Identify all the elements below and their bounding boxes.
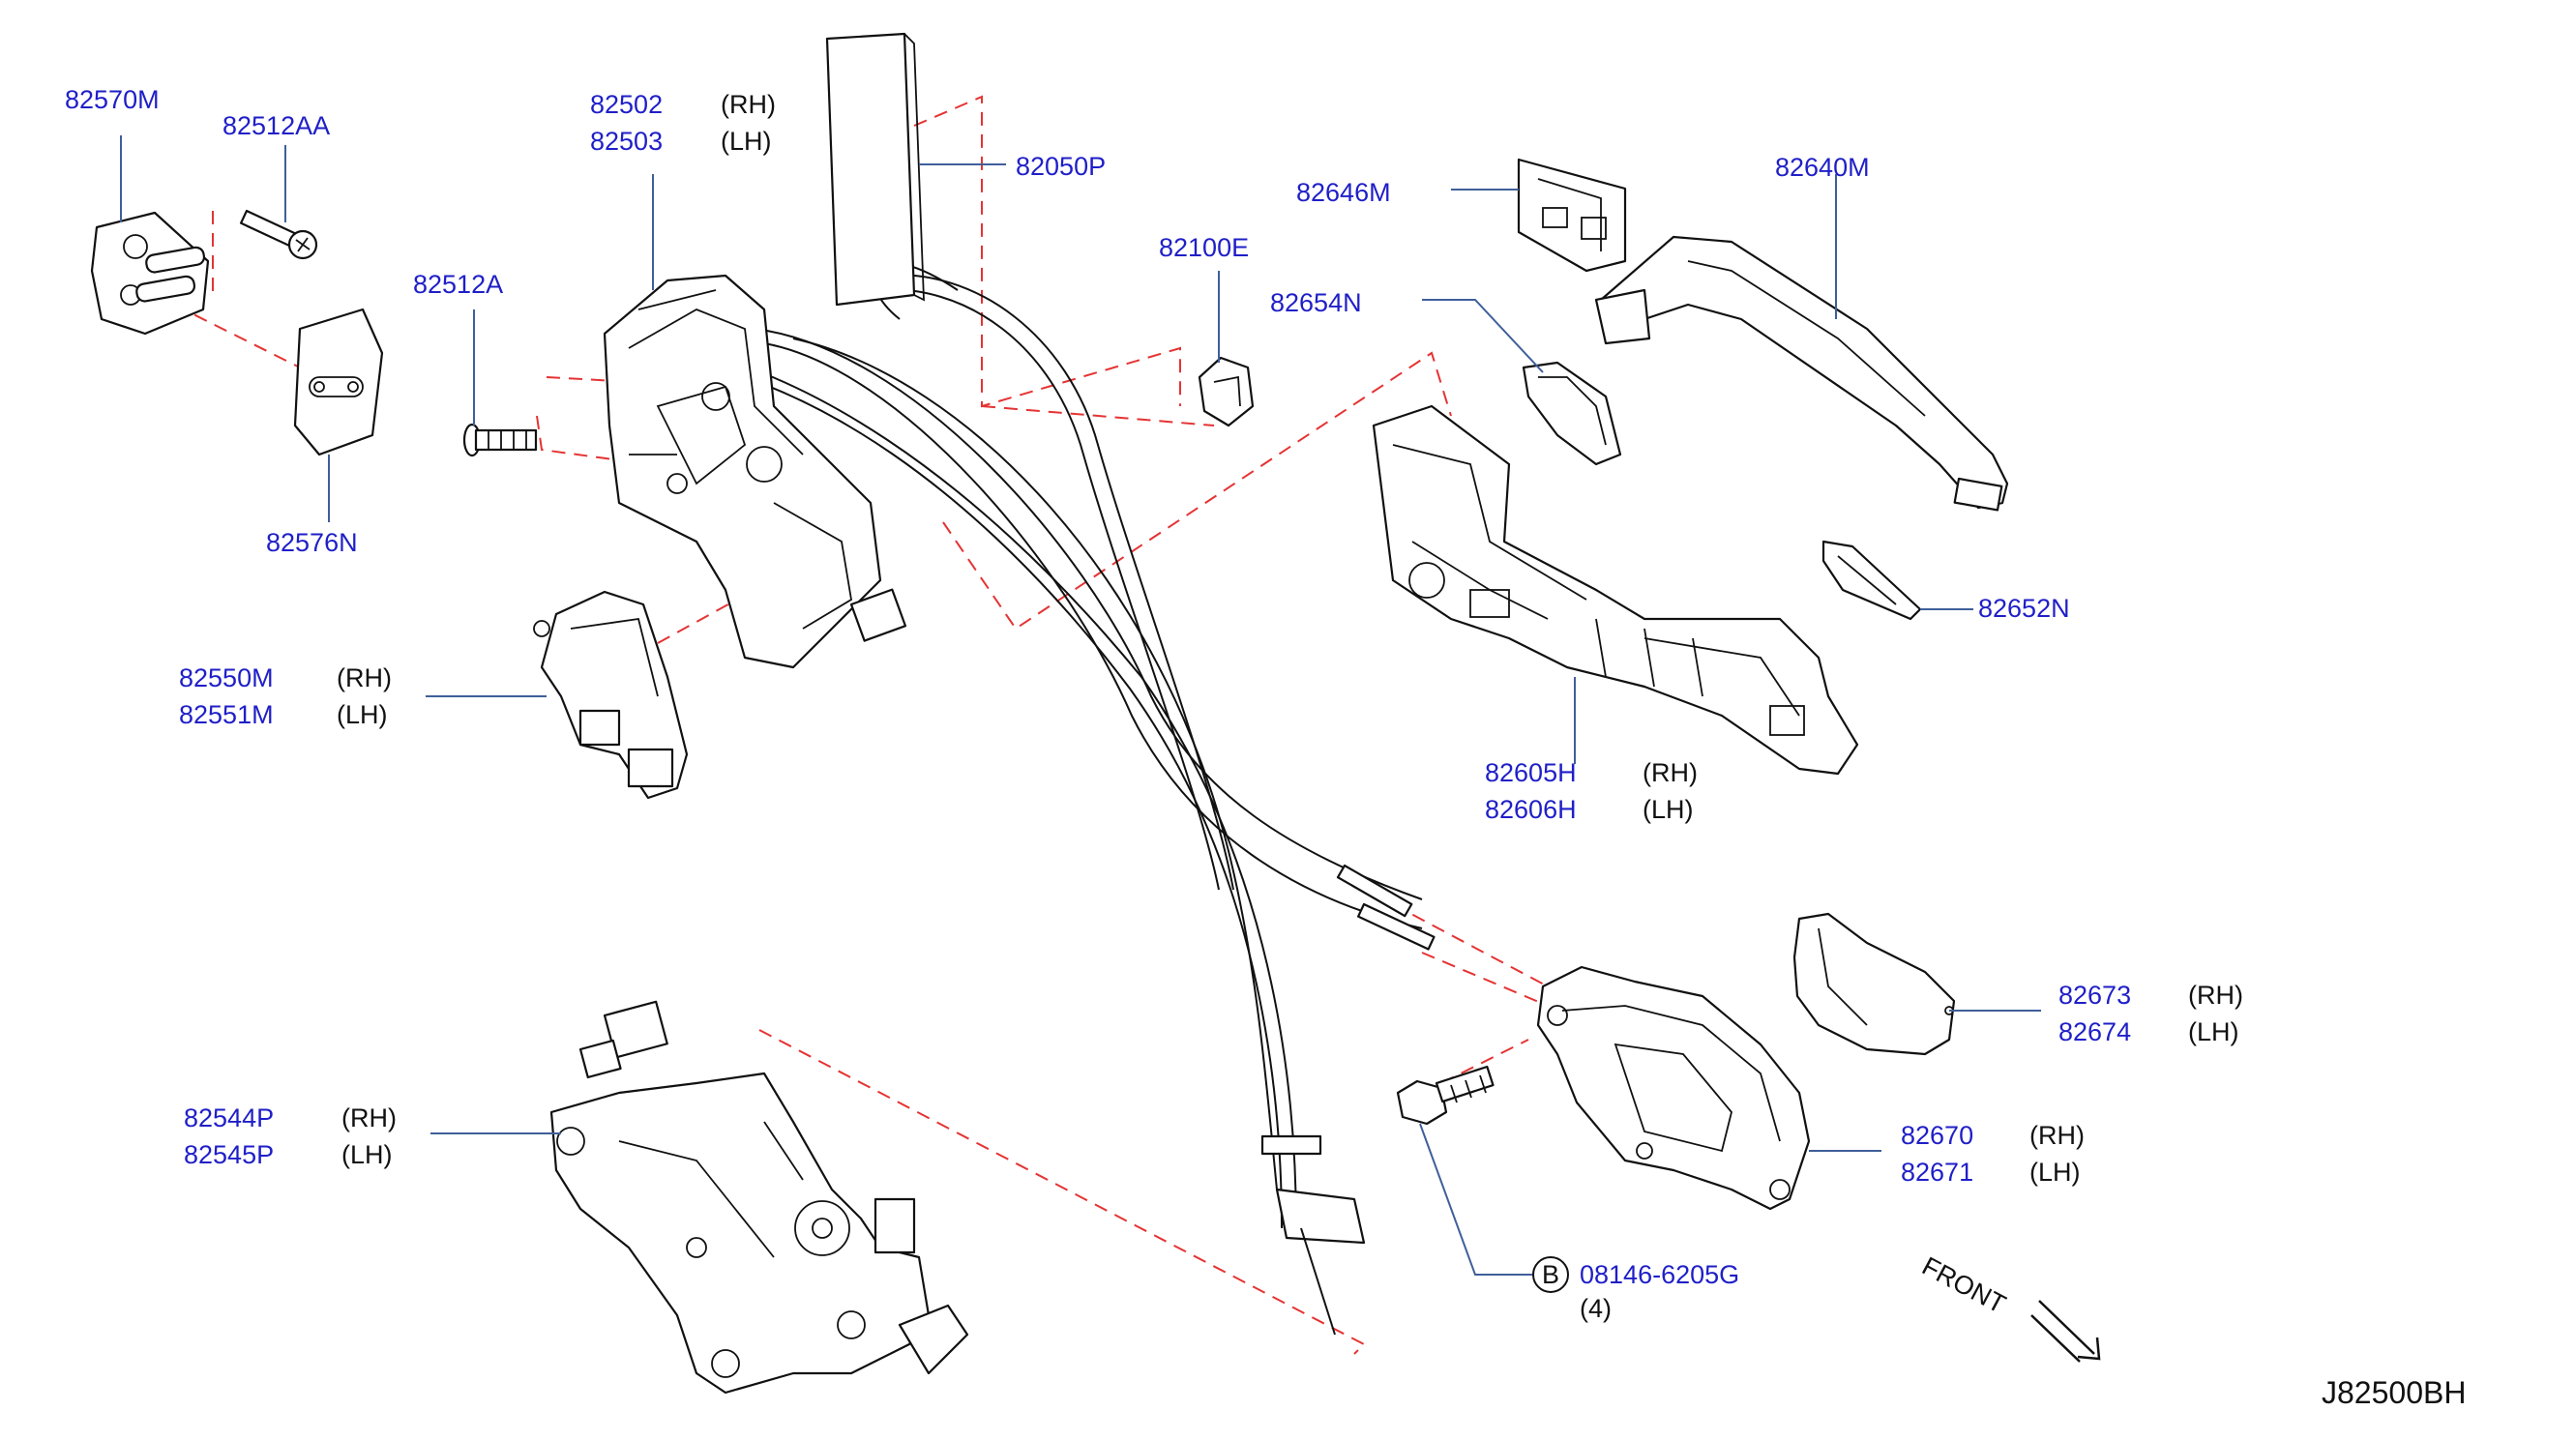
label-82100e: 82100E (1159, 233, 1249, 262)
label-82050p: 82050P (1016, 152, 1106, 181)
label-82671: 82671 (1901, 1158, 1973, 1187)
bolt-callout: B 08146-6205G (4) (1532, 1256, 1739, 1323)
part-82512aa-screw (239, 209, 318, 260)
label-82512aa: 82512AA (222, 111, 330, 140)
label-82550m: 82550M (179, 663, 274, 692)
label-82570m: 82570M (65, 85, 160, 114)
label-82670: 82670 (1901, 1121, 1973, 1150)
label-82503: 82503 (590, 127, 663, 156)
part-82502-lock-actuator (603, 274, 907, 669)
label-82674-side: (LH) (2188, 1017, 2239, 1046)
label-82551m: 82551M (179, 700, 274, 729)
part-82640m-outside-handle (1594, 235, 2009, 512)
bolt-letter: B (1542, 1260, 1559, 1289)
part-82544p-lock-motor (549, 1000, 969, 1395)
label-82606h: 82606H (1485, 795, 1577, 824)
label-82512a: 82512A (413, 270, 503, 299)
label-82606h-side: (LH) (1643, 795, 1694, 824)
part-82550m-cover (533, 590, 689, 800)
label-82673: 82673 (2058, 981, 2131, 1010)
label-82544p-side: (RH) (341, 1103, 397, 1132)
label-82545p: 82545P (184, 1140, 274, 1169)
label-82673-side: (RH) (2188, 981, 2243, 1010)
part-82646m-bracket (1517, 158, 1627, 273)
part-82050p-seal (825, 32, 925, 307)
label-82646m: 82646M (1296, 178, 1391, 207)
label-82654n: 82654N (1270, 288, 1362, 317)
label-82544p: 82544P (184, 1103, 274, 1132)
part-labels: 82570M 82512AA 82576N 82512A 82502 (RH) … (65, 85, 2243, 1187)
part-82512a-screw (462, 423, 538, 457)
part-82670-inside-handle (1536, 965, 1811, 1211)
part-82100e-clip (1198, 356, 1255, 427)
label-82503-side: (LH) (721, 127, 772, 156)
label-82576n: 82576N (266, 528, 358, 557)
label-82671-side: (LH) (2029, 1158, 2081, 1187)
part-82673-escutcheon (1792, 912, 1956, 1056)
leader-lines (120, 135, 2041, 1276)
label-82670-side: (RH) (2029, 1121, 2085, 1150)
label-82502: 82502 (590, 90, 663, 119)
label-82605h: 82605H (1485, 758, 1577, 787)
front-label: FRONT (1917, 1251, 2010, 1319)
part-82605h-handle-frame (1372, 404, 1859, 776)
part-82570m-striker (90, 211, 210, 336)
part-82652n-gasket (1821, 540, 1922, 621)
diagram-code: J82500BH (2322, 1375, 2466, 1410)
label-82605h-side: (RH) (1643, 758, 1698, 787)
label-82640m: 82640M (1775, 153, 1870, 182)
label-82674: 82674 (2058, 1017, 2131, 1046)
label-82551m-side: (LH) (337, 700, 388, 729)
bolt-marker-icon (1532, 1256, 1569, 1293)
part-08146-bolt (1396, 1065, 1495, 1126)
part-82576n-shim (293, 308, 384, 456)
label-82502-side: (RH) (721, 90, 776, 119)
label-08146-6205g: 08146-6205G (1580, 1260, 1739, 1289)
label-82550m-side: (RH) (337, 663, 392, 692)
cable-assemblies (676, 262, 1436, 1336)
bolt-quantity: (4) (1580, 1294, 1612, 1323)
label-82545p-side: (LH) (341, 1140, 393, 1169)
part-82654n-gasket (1522, 361, 1622, 466)
front-arrow-icon (2030, 1300, 2101, 1363)
label-82652n: 82652N (1978, 594, 2070, 623)
front-indicator: FRONT (1917, 1251, 2101, 1363)
